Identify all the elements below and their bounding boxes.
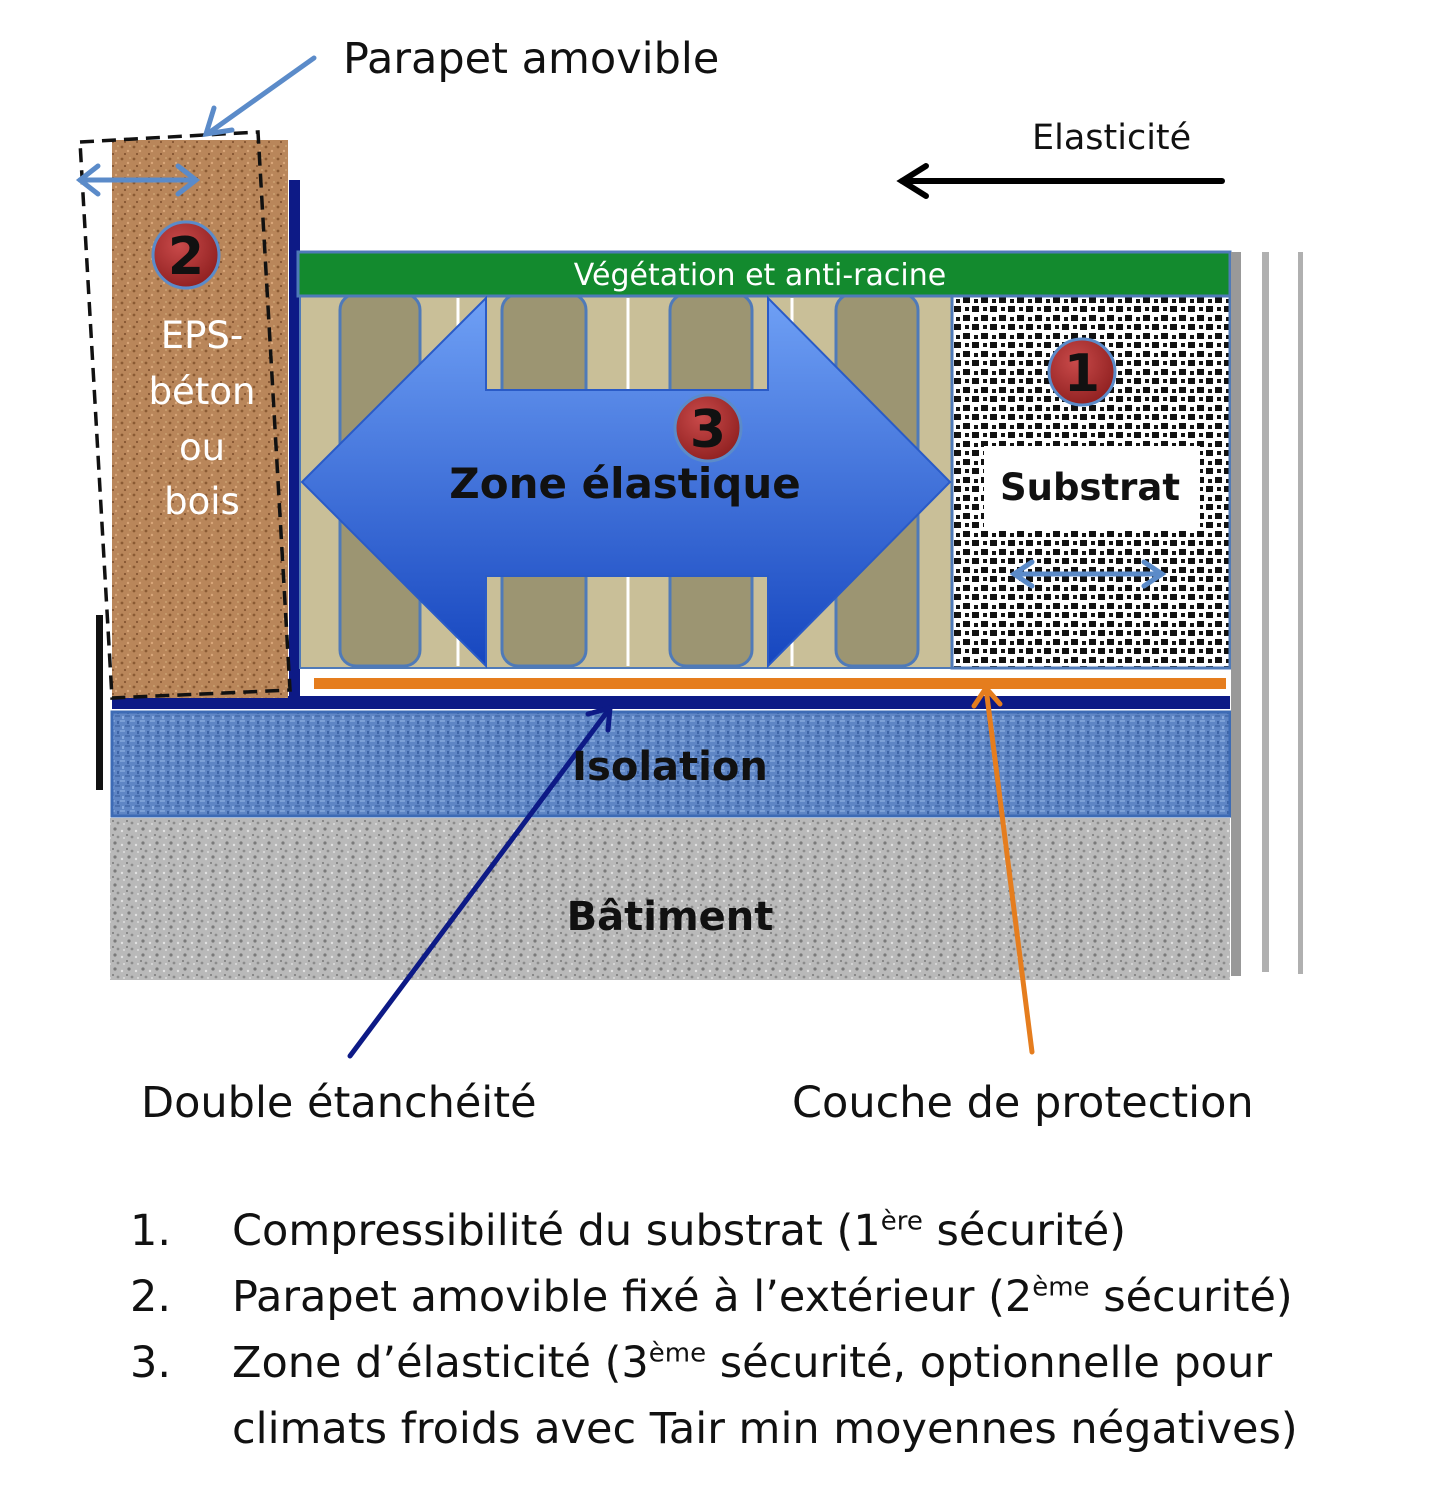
parapet-base-line xyxy=(96,615,103,790)
elasticity-arrow xyxy=(896,163,1225,199)
waterproofing-membrane xyxy=(112,696,1230,709)
badge-2: 2 xyxy=(151,220,221,290)
substrate-label-box xyxy=(984,446,1200,528)
membrane-vertical xyxy=(289,180,300,700)
double-waterproofing-label: Double étanchéité xyxy=(141,1078,537,1128)
safety-legend: 1.Compressibilité du substrat (1ère sécu… xyxy=(130,1198,1430,1462)
legend-number: 1. xyxy=(130,1206,172,1256)
legend-item-3: 3.Zone d’élasticité (3ème sécurité, opti… xyxy=(130,1330,1430,1462)
legend-item-1: 1.Compressibilité du substrat (1ère sécu… xyxy=(130,1198,1430,1264)
zone-elastique-label: Zone élastique xyxy=(449,459,800,508)
eps-label-line4: bois xyxy=(164,480,240,523)
insulation-layer xyxy=(110,710,1232,818)
double-waterproofing-pointer xyxy=(347,704,613,1059)
eps-label-line1: EPS- xyxy=(161,314,244,357)
protection-layer-pointer xyxy=(971,683,1035,1055)
legend-number: 3. xyxy=(130,1338,172,1388)
badge-3: 3 xyxy=(673,393,743,463)
badge-1: 1 xyxy=(1047,337,1117,407)
parapet-dashed-outline xyxy=(78,130,292,700)
svg-text:2: 2 xyxy=(168,227,204,287)
eps-label-line3: ou xyxy=(179,426,225,469)
vegetation-label: Végétation et anti-racine xyxy=(574,258,946,293)
vegetation-layer xyxy=(296,250,1232,298)
svg-text:3: 3 xyxy=(690,400,726,460)
isolation-label: Isolation xyxy=(572,744,768,790)
elastic-zone-arrow xyxy=(300,295,952,669)
parapet-pointer-arrow xyxy=(202,55,317,138)
building-layer xyxy=(110,818,1230,980)
parapet-label: Parapet amovible xyxy=(343,34,720,84)
substrat-label: Substrat xyxy=(1000,466,1180,509)
protection-layer-label: Couche de protection xyxy=(792,1078,1254,1128)
protection-layer xyxy=(314,678,1226,689)
right-edge-lines xyxy=(1231,252,1303,976)
eps-label-line2: béton xyxy=(149,370,256,413)
svg-text:1: 1 xyxy=(1064,344,1100,404)
substrate-movement-arrow xyxy=(1009,559,1167,589)
parapet-movement-arrow xyxy=(75,163,201,197)
legend-item-2: 2.Parapet amovible fixé à l’extérieur (2… xyxy=(130,1264,1430,1330)
elasticity-label: Elasticité xyxy=(1032,118,1192,158)
legend-number: 2. xyxy=(130,1272,172,1322)
batiment-label: Bâtiment xyxy=(567,894,774,940)
